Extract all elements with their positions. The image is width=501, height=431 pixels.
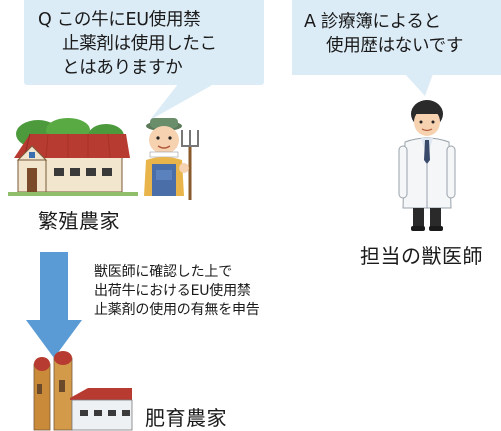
barn-illustration	[8, 118, 138, 196]
veterinarian-label: 担当の獣医師	[360, 244, 483, 268]
flow-note: 獣医師に確認した上で 出荷牛におけるEU使用禁 止薬剤の使用の有無を申告	[94, 263, 260, 320]
answer-line-1: A 診療簿によると	[304, 12, 441, 32]
breeding-farm-label: 繁殖農家	[38, 209, 120, 233]
flow-note-line-3: 止薬剤の使用の有無を申告	[94, 302, 260, 318]
fattening-farm-label: 肥育農家	[145, 406, 227, 430]
answer-line-2: 使用歴はないです	[326, 36, 464, 56]
question-line-2: 止薬剤は使用したこ	[62, 34, 217, 54]
down-arrow-icon	[26, 252, 82, 358]
question-text: Q この牛にEU使用禁 止薬剤は使用したこ とはありますか	[38, 8, 217, 80]
question-line-1: Q この牛にEU使用禁	[38, 10, 201, 30]
fattening-farm-illustration	[33, 351, 133, 431]
question-bubble	[24, 0, 264, 85]
farmer-illustration	[144, 118, 199, 200]
question-line-3: とはありますか	[62, 58, 183, 78]
answer-bubble	[292, 0, 501, 75]
flow-note-line-1: 獣医師に確認した上で	[94, 264, 232, 280]
veterinarian-illustration	[398, 100, 456, 231]
answer-text: A 診療簿によると 使用歴はないです	[304, 10, 463, 58]
flow-note-line-2: 出荷牛におけるEU使用禁	[94, 283, 251, 299]
